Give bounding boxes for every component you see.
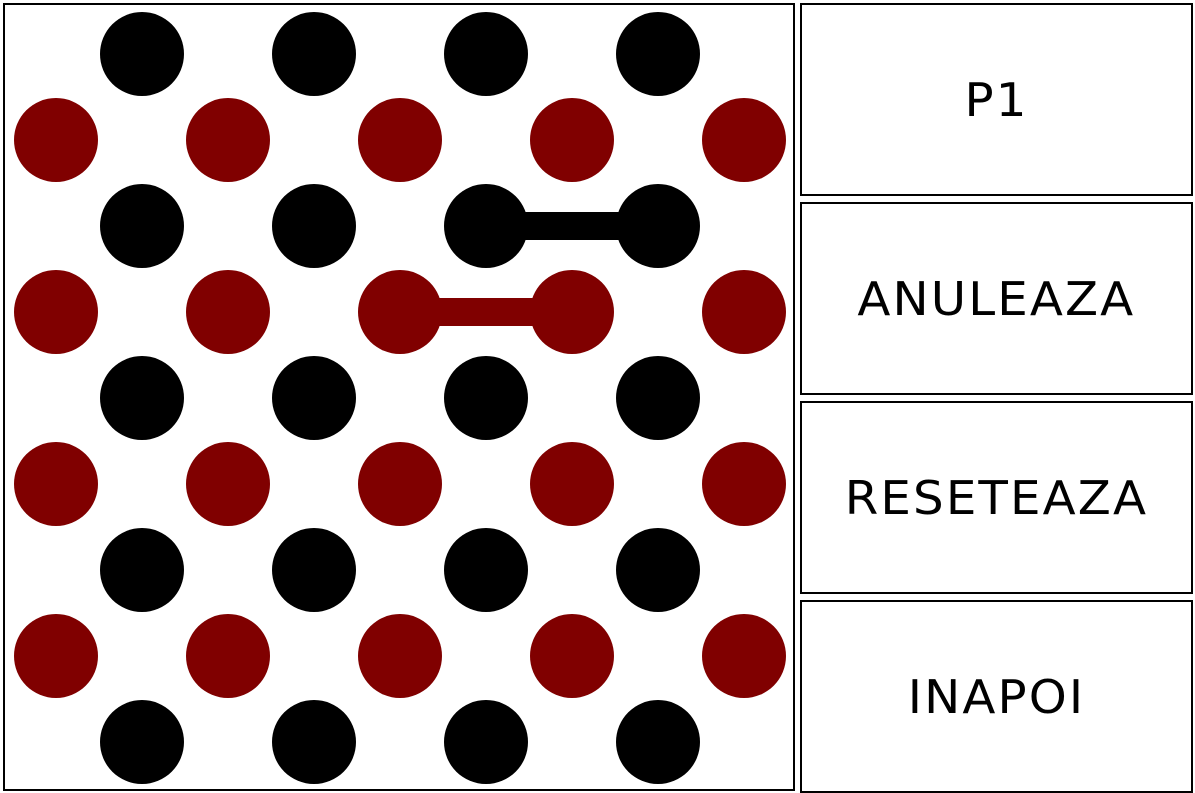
black-dot[interactable] <box>100 184 184 268</box>
black-dot[interactable] <box>272 700 356 784</box>
black-dot[interactable] <box>100 528 184 612</box>
black-dot[interactable] <box>616 184 700 268</box>
black-dot[interactable] <box>100 700 184 784</box>
black-dot[interactable] <box>444 700 528 784</box>
black-dot[interactable] <box>444 12 528 96</box>
red-dot[interactable] <box>186 442 270 526</box>
black-dot[interactable] <box>616 356 700 440</box>
red-dot[interactable] <box>14 614 98 698</box>
reset-button-label: RESETEAZA <box>844 470 1149 525</box>
red-dot[interactable] <box>186 614 270 698</box>
black-dot[interactable] <box>100 356 184 440</box>
red-dot[interactable] <box>14 442 98 526</box>
red-dot[interactable] <box>530 442 614 526</box>
red-dot[interactable] <box>530 270 614 354</box>
black-dot[interactable] <box>444 184 528 268</box>
black-dot[interactable] <box>616 700 700 784</box>
black-dot[interactable] <box>272 528 356 612</box>
red-dot[interactable] <box>14 98 98 182</box>
black-dot[interactable] <box>616 12 700 96</box>
red-dot[interactable] <box>358 442 442 526</box>
black-dot[interactable] <box>100 12 184 96</box>
red-dot[interactable] <box>358 614 442 698</box>
red-dot[interactable] <box>358 270 442 354</box>
reset-button[interactable]: RESETEAZA <box>800 401 1193 594</box>
red-dot[interactable] <box>530 98 614 182</box>
red-dot[interactable] <box>358 98 442 182</box>
black-dot[interactable] <box>272 184 356 268</box>
red-dot[interactable] <box>702 442 786 526</box>
undo-button-label: ANULEAZA <box>857 271 1136 326</box>
player-indicator-label: P1 <box>964 72 1029 127</box>
player-indicator: P1 <box>800 3 1193 196</box>
back-button-label: INAPOI <box>907 669 1086 724</box>
board-canvas[interactable] <box>5 5 797 793</box>
back-button[interactable]: INAPOI <box>800 600 1193 793</box>
black-dot[interactable] <box>444 528 528 612</box>
black-dot[interactable] <box>616 528 700 612</box>
red-dot[interactable] <box>186 270 270 354</box>
black-dot[interactable] <box>444 356 528 440</box>
red-dot[interactable] <box>702 270 786 354</box>
red-dot[interactable] <box>702 98 786 182</box>
game-board[interactable] <box>3 3 795 791</box>
red-dot[interactable] <box>186 98 270 182</box>
black-dot[interactable] <box>272 356 356 440</box>
red-dot[interactable] <box>530 614 614 698</box>
red-dot[interactable] <box>14 270 98 354</box>
undo-button[interactable]: ANULEAZA <box>800 202 1193 395</box>
black-dot[interactable] <box>272 12 356 96</box>
red-dot[interactable] <box>702 614 786 698</box>
